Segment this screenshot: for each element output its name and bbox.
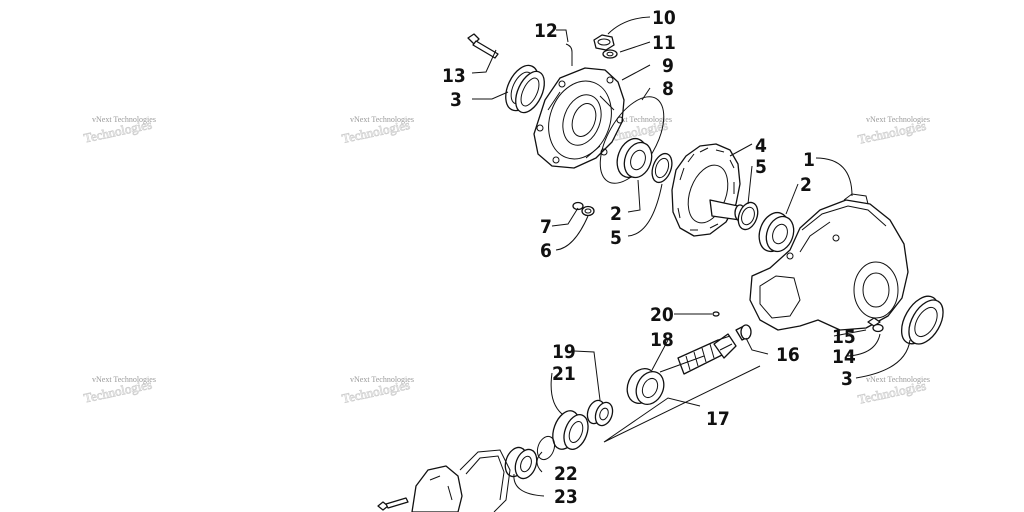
part-5-shim-left <box>651 152 673 184</box>
part-11-washer <box>602 49 618 59</box>
callout-7: 7 <box>540 216 552 238</box>
part-3-seal-right <box>900 295 944 345</box>
callout-3-right: 3 <box>841 368 853 390</box>
part-4-ring-gear <box>671 143 746 237</box>
callout-20: 20 <box>650 304 674 326</box>
watermark-text-4: vNext Technologies <box>866 115 930 124</box>
part-3-seal-upper <box>505 64 545 114</box>
callout-22: 22 <box>554 463 578 485</box>
watermark-text-1: vNext Technologies <box>92 115 156 124</box>
part-18-bearing <box>626 367 665 406</box>
watermark-text-2: vNext Technologies <box>350 115 414 124</box>
callout-13: 13 <box>442 65 466 87</box>
callout-9: 9 <box>662 55 674 77</box>
callout-2-left: 2 <box>610 203 622 225</box>
callout-17: 17 <box>706 408 730 430</box>
watermark-text-7: vNext Technologies <box>866 375 930 384</box>
callout-14: 14 <box>832 346 856 368</box>
watermark-1: Technologies vNext Technologies <box>82 115 156 146</box>
part-13-bolt <box>467 33 499 59</box>
housing-lower-partial <box>411 465 463 512</box>
callout-18: 18 <box>650 329 674 351</box>
part-23-needle-bearing <box>504 446 538 480</box>
callout-5-right: 5 <box>755 156 767 178</box>
watermark-text-3: vNext Technologies <box>608 115 672 124</box>
part-10-plug <box>593 34 615 51</box>
watermark-text-6: vNext Technologies <box>350 375 414 384</box>
callout-15: 15 <box>832 326 856 348</box>
leader-lines <box>471 16 911 497</box>
watermark-4: Technologies vNext Technologies <box>856 115 930 147</box>
callout-23: 23 <box>554 486 578 508</box>
part-17-pinion-shaft <box>677 333 737 375</box>
callout-6: 6 <box>540 240 552 262</box>
callout-1: 1 <box>803 149 815 171</box>
part-21-cup <box>552 410 589 450</box>
part-5-shim-right <box>737 201 759 231</box>
callout-16: 16 <box>776 344 800 366</box>
callout-19: 19 <box>552 341 576 363</box>
callout-8: 8 <box>662 78 674 100</box>
callout-12: 12 <box>534 20 558 42</box>
callout-4: 4 <box>755 135 767 157</box>
callout-5-left: 5 <box>610 227 622 249</box>
part-2-bearing-left <box>616 137 653 179</box>
watermark-7: Technologies vNext Technologies <box>856 375 930 407</box>
part-9-cover <box>533 67 625 169</box>
watermark-2: Technologies vNext Technologies <box>340 115 414 146</box>
part-8-oring <box>599 96 665 184</box>
part-14-washer <box>872 323 884 333</box>
part-22-snap-ring <box>536 435 556 461</box>
callout-11: 11 <box>652 32 676 54</box>
callout-2-right: 2 <box>800 174 812 196</box>
part-7-washer <box>572 201 584 211</box>
part-6-plug <box>581 205 595 217</box>
part-2-bearing-right <box>758 211 795 253</box>
gasket-lower <box>459 449 511 512</box>
watermark-6: Technologies vNext Technologies <box>340 375 414 406</box>
watermark-5: Technologies vNext Technologies <box>82 375 156 406</box>
bolt-lower <box>377 497 409 511</box>
callout-10: 10 <box>652 7 676 29</box>
callout-3-upper: 3 <box>450 89 462 111</box>
callout-21: 21 <box>552 363 576 385</box>
part-12-breather <box>565 43 573 66</box>
part-20-pin <box>712 311 720 317</box>
part-19-spacer <box>586 399 614 427</box>
watermark-text-5: vNext Technologies <box>92 375 156 384</box>
callouts: 1 2 2 3 3 4 5 5 6 7 8 9 10 11 12 13 14 1… <box>442 7 856 508</box>
part-16-bushing <box>735 324 752 341</box>
part-1-housing <box>749 193 909 331</box>
